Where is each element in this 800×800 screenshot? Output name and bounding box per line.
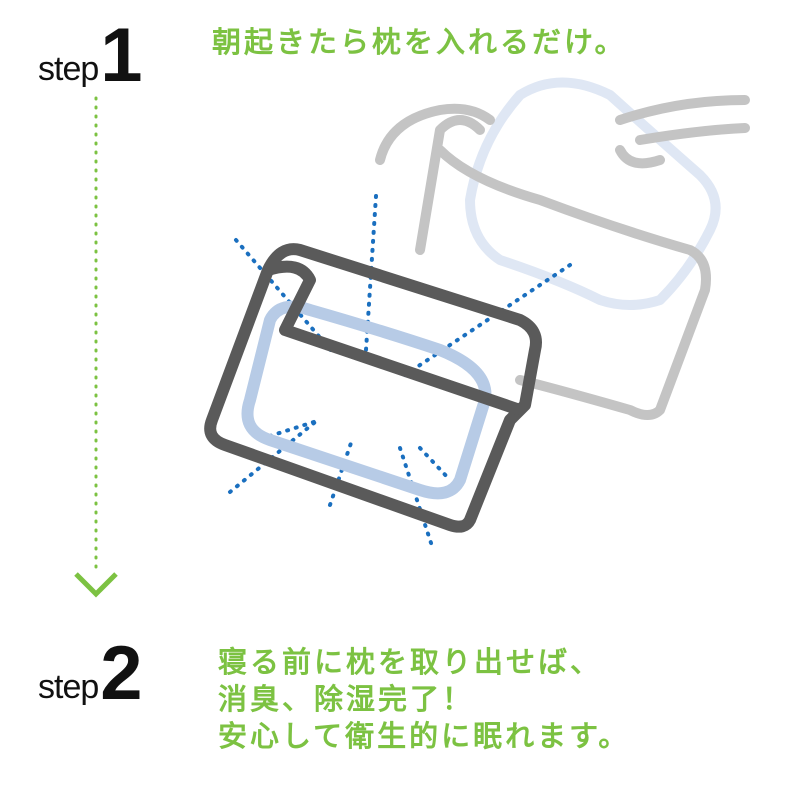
- step2-label: step 2: [38, 636, 143, 712]
- step1-text: 朝起きたら枕を入れるだけ。: [212, 25, 627, 59]
- step-word: step: [38, 50, 99, 88]
- hand-with-pillow: [375, 77, 750, 420]
- step2-text: 寝る前に枕を取り出せば、 消臭、除湿完了！ 安心して衛生的に眠れます。: [218, 644, 630, 755]
- deodorizing-bag: [204, 243, 542, 533]
- step2-line: 寝る前に枕を取り出せば、: [218, 645, 603, 679]
- step2-line: 消臭、除湿完了！: [218, 682, 475, 716]
- step-word: step: [38, 668, 99, 706]
- chevron-down-icon: [74, 572, 118, 598]
- step1-label: step 1: [38, 18, 143, 94]
- step2-line: 安心して衛生的に眠れます。: [218, 719, 631, 753]
- step-number: 2: [100, 631, 143, 716]
- dotted-arrow: [74, 96, 118, 598]
- step-number: 1: [100, 13, 143, 98]
